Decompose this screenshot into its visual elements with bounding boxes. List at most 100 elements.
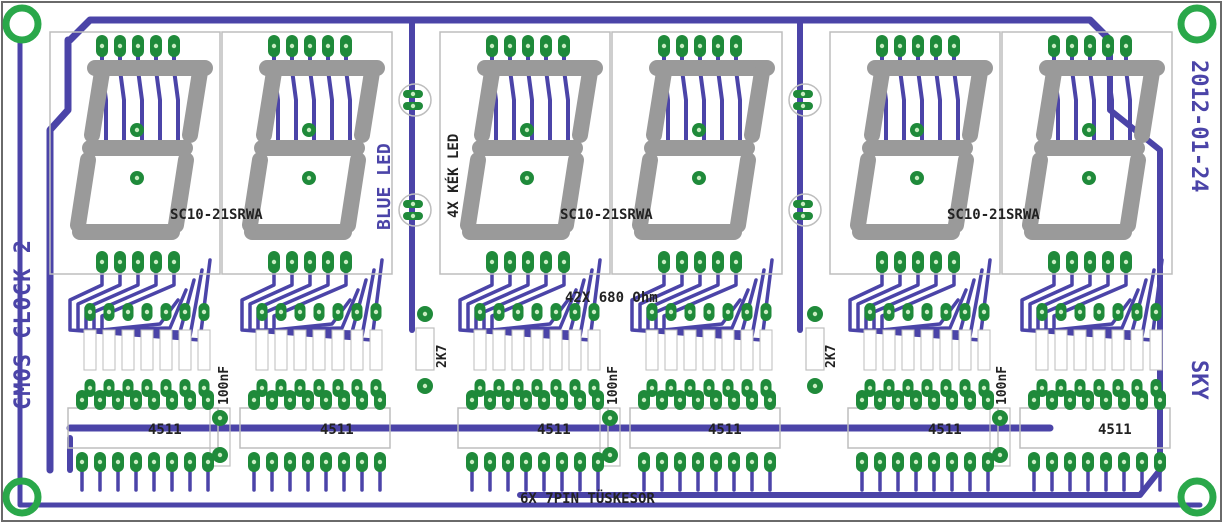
segment-silk: [948, 152, 974, 233]
pad-hole: [505, 459, 511, 465]
pad-hole: [422, 311, 428, 317]
pad-hole: [1067, 397, 1073, 403]
pad-hole: [135, 43, 141, 49]
pad-hole: [763, 309, 769, 315]
pad-hole: [524, 127, 530, 133]
pad-hole: [895, 397, 901, 403]
pad-hole: [269, 459, 275, 465]
pad-hole: [1077, 385, 1083, 391]
pad-hole: [144, 309, 150, 315]
pad-hole: [897, 259, 903, 265]
segment-silk: [864, 64, 890, 143]
pad-hole: [962, 309, 968, 315]
led-outline: [788, 83, 822, 117]
display-outline: [221, 31, 393, 275]
segment-trace: [526, 44, 534, 152]
header-label: 6X 7PIN TÜSKESOR: [520, 489, 655, 507]
led-outline: [788, 193, 822, 227]
pad-hole: [715, 259, 721, 265]
pad-hole: [661, 259, 667, 265]
board-version: 2012-01-24: [1186, 60, 1211, 192]
pad-hole: [410, 201, 416, 207]
loop-trace: [482, 260, 578, 332]
pad-hole: [543, 259, 549, 265]
pad-hole: [505, 397, 511, 403]
segment-silk: [646, 64, 672, 143]
loop-trace: [92, 260, 188, 332]
pad-hole: [251, 459, 257, 465]
pad-hole: [343, 259, 349, 265]
pad-hole: [561, 259, 567, 265]
segment-silk: [632, 152, 658, 233]
segment-trace: [172, 44, 180, 152]
pad-hole: [1085, 459, 1091, 465]
pad-hole: [297, 385, 303, 391]
pad-hole: [259, 385, 265, 391]
pad-hole: [914, 175, 920, 181]
segment-silk: [242, 152, 268, 233]
pad-hole: [335, 309, 341, 315]
pad-hole: [87, 385, 93, 391]
pad-hole: [169, 459, 175, 465]
pad-hole: [201, 309, 207, 315]
segment-silk: [460, 152, 486, 233]
pad-hole: [1051, 259, 1057, 265]
pad-hole: [1121, 397, 1127, 403]
pad-hole: [943, 385, 949, 391]
pad-hole: [487, 459, 493, 465]
pad-hole: [187, 459, 193, 465]
pad-hole: [87, 309, 93, 315]
board-author: SKY: [1186, 360, 1211, 400]
blue-led-label: BLUE LED: [374, 143, 395, 230]
resistor-outline: [664, 329, 678, 371]
segment-silk: [70, 152, 96, 233]
pad-hole: [1039, 385, 1045, 391]
loop-trace: [872, 260, 968, 332]
pad-hole: [985, 397, 991, 403]
capacitor-label: 100nF: [995, 366, 1010, 405]
pad-hole: [534, 309, 540, 315]
pad-hole: [967, 397, 973, 403]
capacitor-outline: [209, 407, 231, 467]
pad-hole: [812, 383, 818, 389]
pad-hole: [135, 259, 141, 265]
pad-hole: [943, 309, 949, 315]
segment-silk: [1120, 152, 1146, 233]
pad-hole: [523, 397, 529, 403]
pad-hole: [487, 397, 493, 403]
pad-hole: [924, 309, 930, 315]
pad-hole: [951, 43, 957, 49]
pad-hole: [341, 397, 347, 403]
pad-hole: [106, 309, 112, 315]
pad-hole: [151, 459, 157, 465]
pad-hole: [933, 259, 939, 265]
loop-trace: [458, 258, 602, 342]
resistor-outline: [721, 329, 735, 371]
resistor-outline: [255, 329, 269, 371]
segment-trace: [154, 44, 162, 152]
resistor-outline: [473, 329, 487, 371]
capacitor-outline: [989, 407, 1011, 467]
pad-hole: [134, 127, 140, 133]
pad-hole: [687, 385, 693, 391]
ic-label: 4511: [537, 422, 571, 438]
pad-hole: [489, 43, 495, 49]
pad-hole: [949, 397, 955, 403]
pad-hole: [1115, 385, 1121, 391]
pad-hole: [496, 309, 502, 315]
led-outline: [398, 83, 432, 117]
pad-hole: [725, 309, 731, 315]
pad-hole: [325, 259, 331, 265]
pad-hole: [949, 459, 955, 465]
pad-hole: [515, 309, 521, 315]
resistor-outline: [293, 329, 307, 371]
pad-hole: [800, 91, 806, 97]
pad-hole: [997, 415, 1003, 421]
ic-label: 4511: [320, 422, 354, 438]
pad-hole: [553, 385, 559, 391]
segment-silk: [1022, 152, 1048, 233]
pad-hole: [1087, 43, 1093, 49]
pad-hole: [677, 397, 683, 403]
segment-trace: [562, 44, 570, 152]
